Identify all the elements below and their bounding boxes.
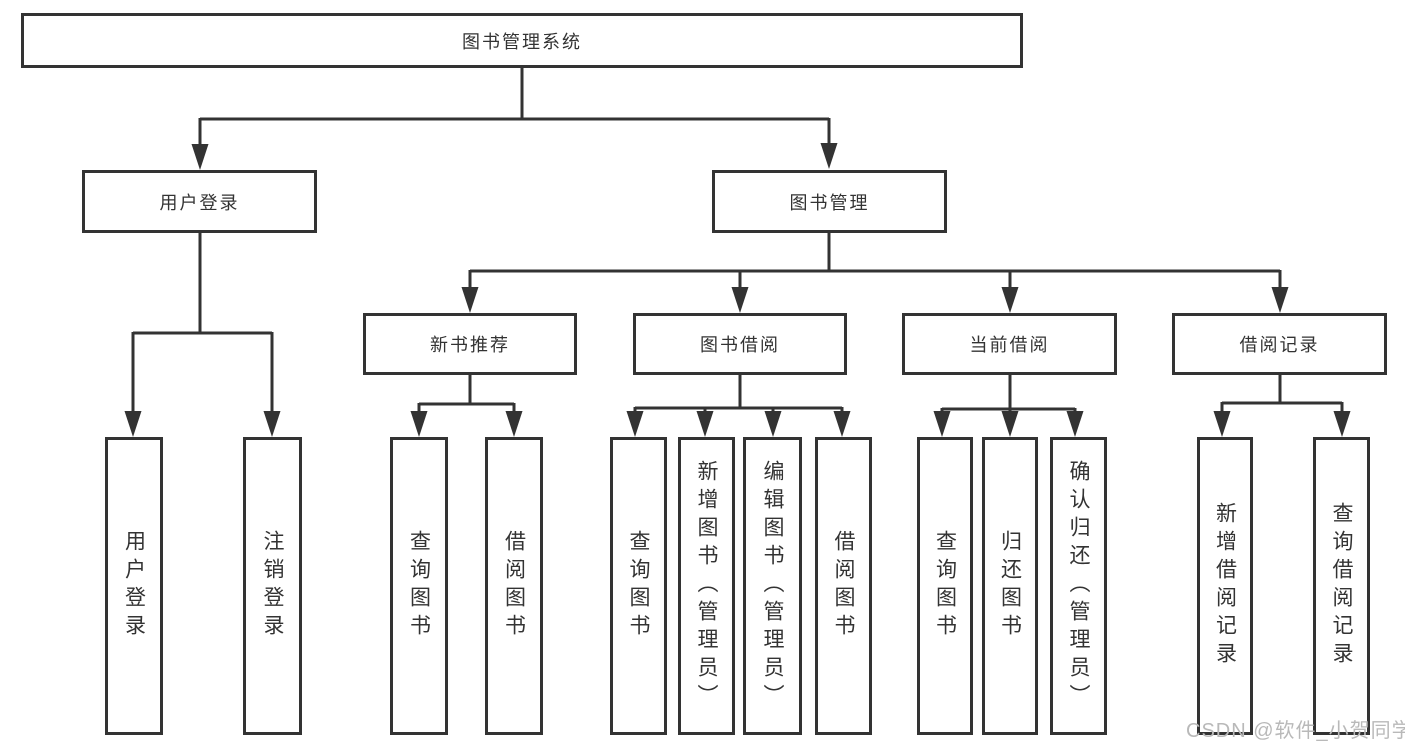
node-current-borrowing: 当前借阅 (902, 313, 1117, 375)
node-records-add-record-label: 新增借阅记录 (1213, 502, 1237, 670)
node-recommend-query-books: 查询图书 (390, 437, 448, 735)
node-borrowing-records: 借阅记录 (1172, 313, 1387, 375)
node-recommend-borrow-books: 借阅图书 (485, 437, 543, 735)
node-user-login-label: 用户登录 (159, 192, 240, 213)
node-borrowing-add-books: 新增图书（管理员） (678, 437, 735, 735)
node-borrowing-borrow-books: 借阅图书 (815, 437, 872, 735)
node-login-action-label: 用户登录 (122, 530, 146, 642)
node-book-borrowing-label: 图书借阅 (700, 335, 780, 355)
node-records-query-record-label: 查询借阅记录 (1330, 502, 1353, 670)
node-borrowing-edit-books-label: 编辑图书（管理员） (761, 460, 784, 712)
node-recommend-borrow-books-label: 借阅图书 (502, 530, 526, 642)
node-records-query-record: 查询借阅记录 (1313, 437, 1370, 735)
node-logout-action: 注销登录 (243, 437, 302, 735)
node-book-management-label: 图书管理 (789, 192, 870, 213)
node-recommend-query-books-label: 查询图书 (407, 530, 431, 642)
node-login-action: 用户登录 (105, 437, 163, 735)
node-current-return-books: 归还图书 (982, 437, 1038, 735)
node-borrowing-edit-books: 编辑图书（管理员） (743, 437, 802, 735)
node-borrowing-records-label: 借阅记录 (1239, 335, 1320, 355)
node-user-login: 用户登录 (82, 170, 317, 233)
node-book-management: 图书管理 (712, 170, 947, 233)
node-current-return-books-label: 归还图书 (998, 530, 1022, 642)
csdn-watermark: CSDN @软件_小贺同学 (1186, 720, 1405, 742)
node-current-confirm-return: 确认归还（管理员） (1050, 437, 1107, 735)
arrowheads (124, 143, 1351, 437)
node-new-book-recommend: 新书推荐 (363, 313, 577, 375)
node-borrowing-query-books-label: 查询图书 (627, 530, 650, 642)
node-root-system: 图书管理系统 (21, 13, 1023, 68)
node-current-query-books-label: 查询图书 (933, 530, 957, 642)
node-borrowing-query-books: 查询图书 (610, 437, 667, 735)
node-borrowing-add-books-label: 新增图书（管理员） (695, 460, 718, 712)
node-records-add-record: 新增借阅记录 (1197, 437, 1253, 735)
node-book-borrowing: 图书借阅 (633, 313, 847, 375)
node-current-borrowing-label: 当前借阅 (969, 335, 1050, 355)
node-root-system-label: 图书管理系统 (462, 31, 582, 52)
node-current-confirm-return-label: 确认归还（管理员） (1067, 460, 1090, 712)
node-logout-action-label: 注销登录 (261, 530, 284, 642)
node-new-book-recommend-label: 新书推荐 (430, 335, 510, 355)
node-current-query-books: 查询图书 (917, 437, 973, 735)
node-borrowing-borrow-books-label: 借阅图书 (832, 530, 855, 642)
